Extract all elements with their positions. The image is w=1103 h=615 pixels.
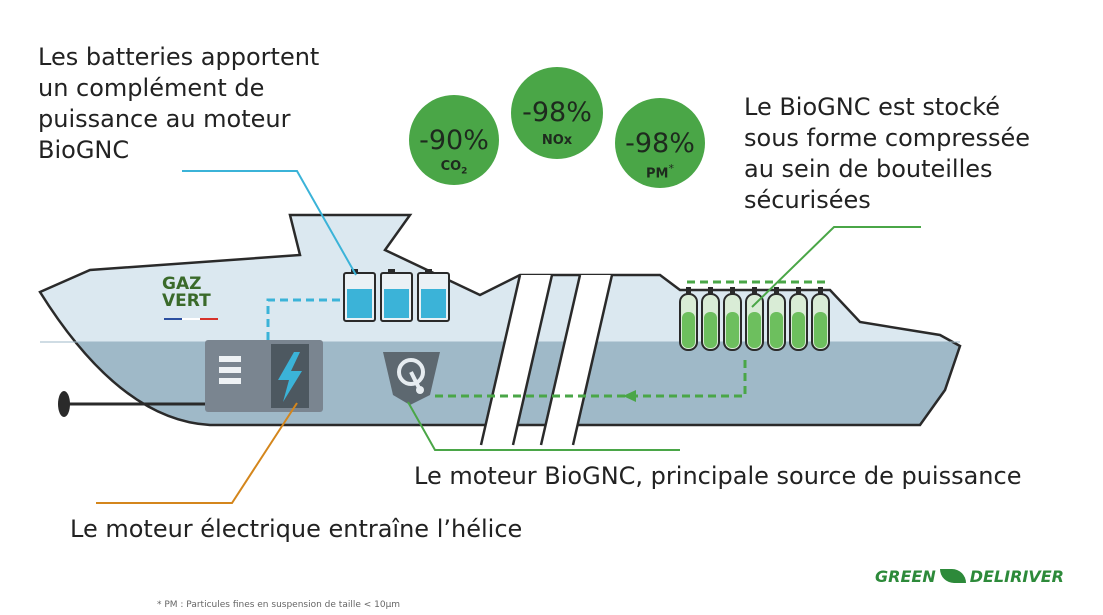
- pm-label: PM*: [646, 162, 674, 182]
- gaz-vert-logo: GAZ VERT: [162, 276, 211, 310]
- nox-value: -98%: [522, 97, 592, 128]
- footnote: * PM : Particules fines en suspension de…: [157, 600, 401, 610]
- arrow-icon: [623, 390, 636, 402]
- battery-icon: [343, 269, 450, 322]
- propeller-icon: [58, 391, 210, 417]
- battery-power-line: [266, 298, 343, 340]
- gaz-logo-line1: GAZ: [162, 274, 202, 294]
- nox-label: NOx: [541, 133, 573, 148]
- electric-motor-annotation: Le moteur électrique entraîne l’hélice: [70, 515, 523, 543]
- battery-annotation: Les batteries apportent un complément de…: [38, 43, 320, 164]
- hull-break: [479, 274, 614, 446]
- gaz-logo-line2: VERT: [162, 291, 211, 311]
- battery-leader-line: [182, 170, 357, 276]
- motor-leader-line: [96, 402, 298, 504]
- pm-badge: -98% PM*: [615, 98, 705, 188]
- co2-value: -90%: [419, 125, 489, 156]
- brand-left: GREEN: [875, 567, 936, 586]
- co2-label: CO2: [440, 159, 468, 177]
- engine-icon: [383, 352, 440, 405]
- gas-supply-line: [432, 280, 826, 398]
- co2-badge: -90% CO2: [409, 95, 499, 185]
- storage-leader-line: [751, 226, 921, 308]
- gas-cylinder-icon: [679, 287, 830, 351]
- nox-badge: -98% NOx: [511, 67, 603, 159]
- pm-value: -98%: [625, 128, 695, 159]
- engine-leader-line: [407, 401, 680, 451]
- storage-annotation: Le BioGNC est stocké sous forme compress…: [744, 93, 1031, 214]
- leaf-icon: [939, 569, 966, 583]
- electric-motor: [205, 340, 323, 412]
- green-deliriver-logo: GREEN DELIRIVER: [875, 567, 1064, 586]
- bolt-icon: [278, 352, 302, 402]
- engine-annotation: Le moteur BioGNC, principale source de p…: [414, 462, 1022, 490]
- brand-right: DELIRIVER: [969, 567, 1064, 586]
